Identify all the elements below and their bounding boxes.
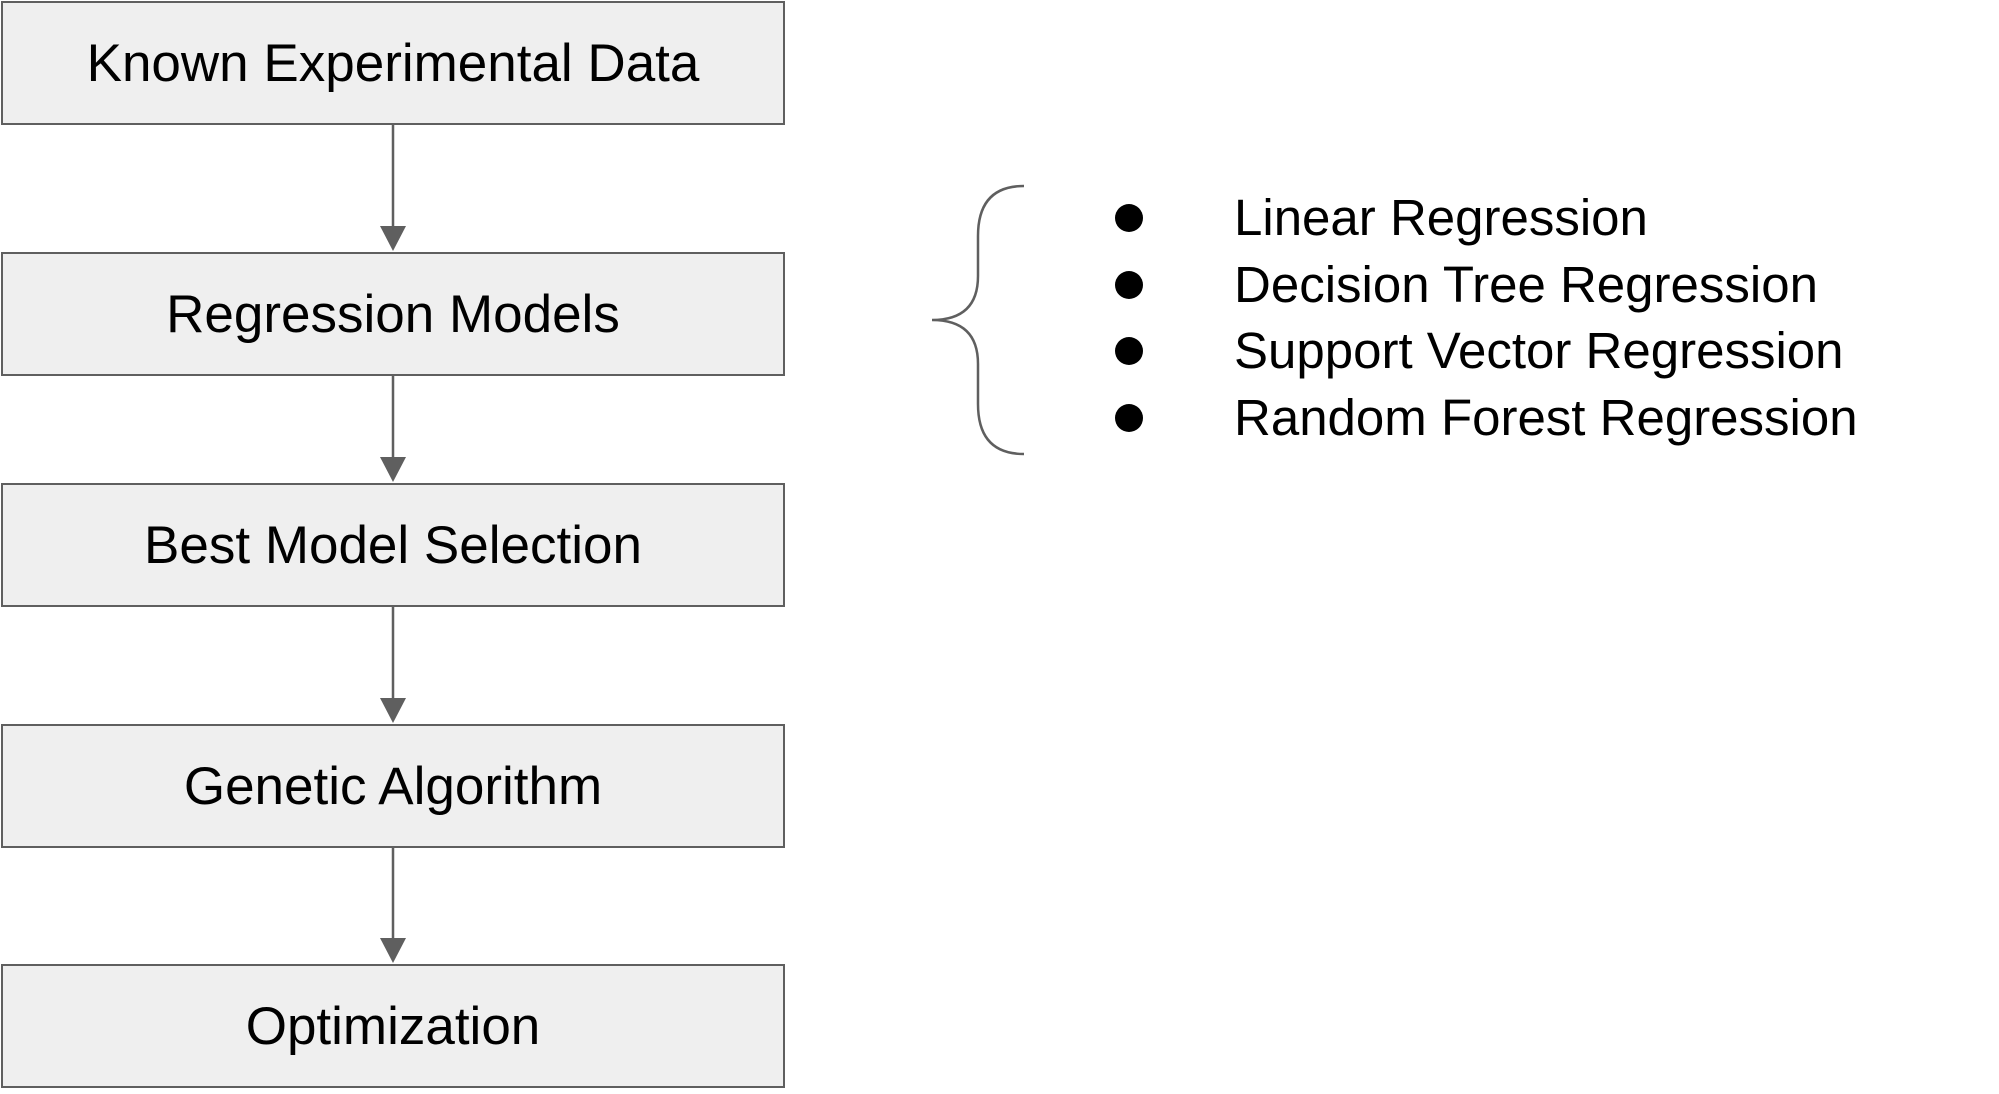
step-regression-models: Regression Models <box>1 252 785 376</box>
model-decision-tree-regression: Decision Tree Regression <box>1115 252 1858 319</box>
step-optimization: Optimization <box>1 964 785 1088</box>
step-genetic-algorithm: Genetic Algorithm <box>1 724 785 848</box>
bullet-dot-icon <box>1115 204 1143 233</box>
bullet-dot-icon <box>1115 403 1143 432</box>
step-label: Optimization <box>245 996 541 1056</box>
models-brace <box>931 184 1025 456</box>
step-best-model-selection: Best Model Selection <box>1 483 785 607</box>
model-support-vector-regression: Support Vector Regression <box>1115 318 1858 385</box>
model-label: Support Vector Regression <box>1234 322 1844 379</box>
step-label: Known Experimental Data <box>86 33 700 93</box>
model-random-forest-regression: Random Forest Regression <box>1115 385 1858 452</box>
step-label: Regression Models <box>166 284 620 344</box>
regression-model-list: Linear Regression Decision Tree Regressi… <box>1115 185 1858 451</box>
arrow-down-icon <box>380 938 406 963</box>
model-label: Decision Tree Regression <box>1234 255 1818 313</box>
model-label: Random Forest Regression <box>1234 388 1858 446</box>
arrow-down-icon <box>380 457 406 482</box>
model-label: Linear Regression <box>1234 189 1648 246</box>
bullet-dot-icon <box>1115 337 1143 366</box>
step-known-experimental-data: Known Experimental Data <box>1 1 785 125</box>
bullet-dot-icon <box>1115 270 1143 299</box>
step-label: Best Model Selection <box>144 515 642 575</box>
arrow-down-icon <box>380 698 406 723</box>
arrow-down-icon <box>380 226 406 251</box>
step-label: Genetic Algorithm <box>183 756 603 816</box>
model-linear-regression: Linear Regression <box>1115 185 1858 252</box>
